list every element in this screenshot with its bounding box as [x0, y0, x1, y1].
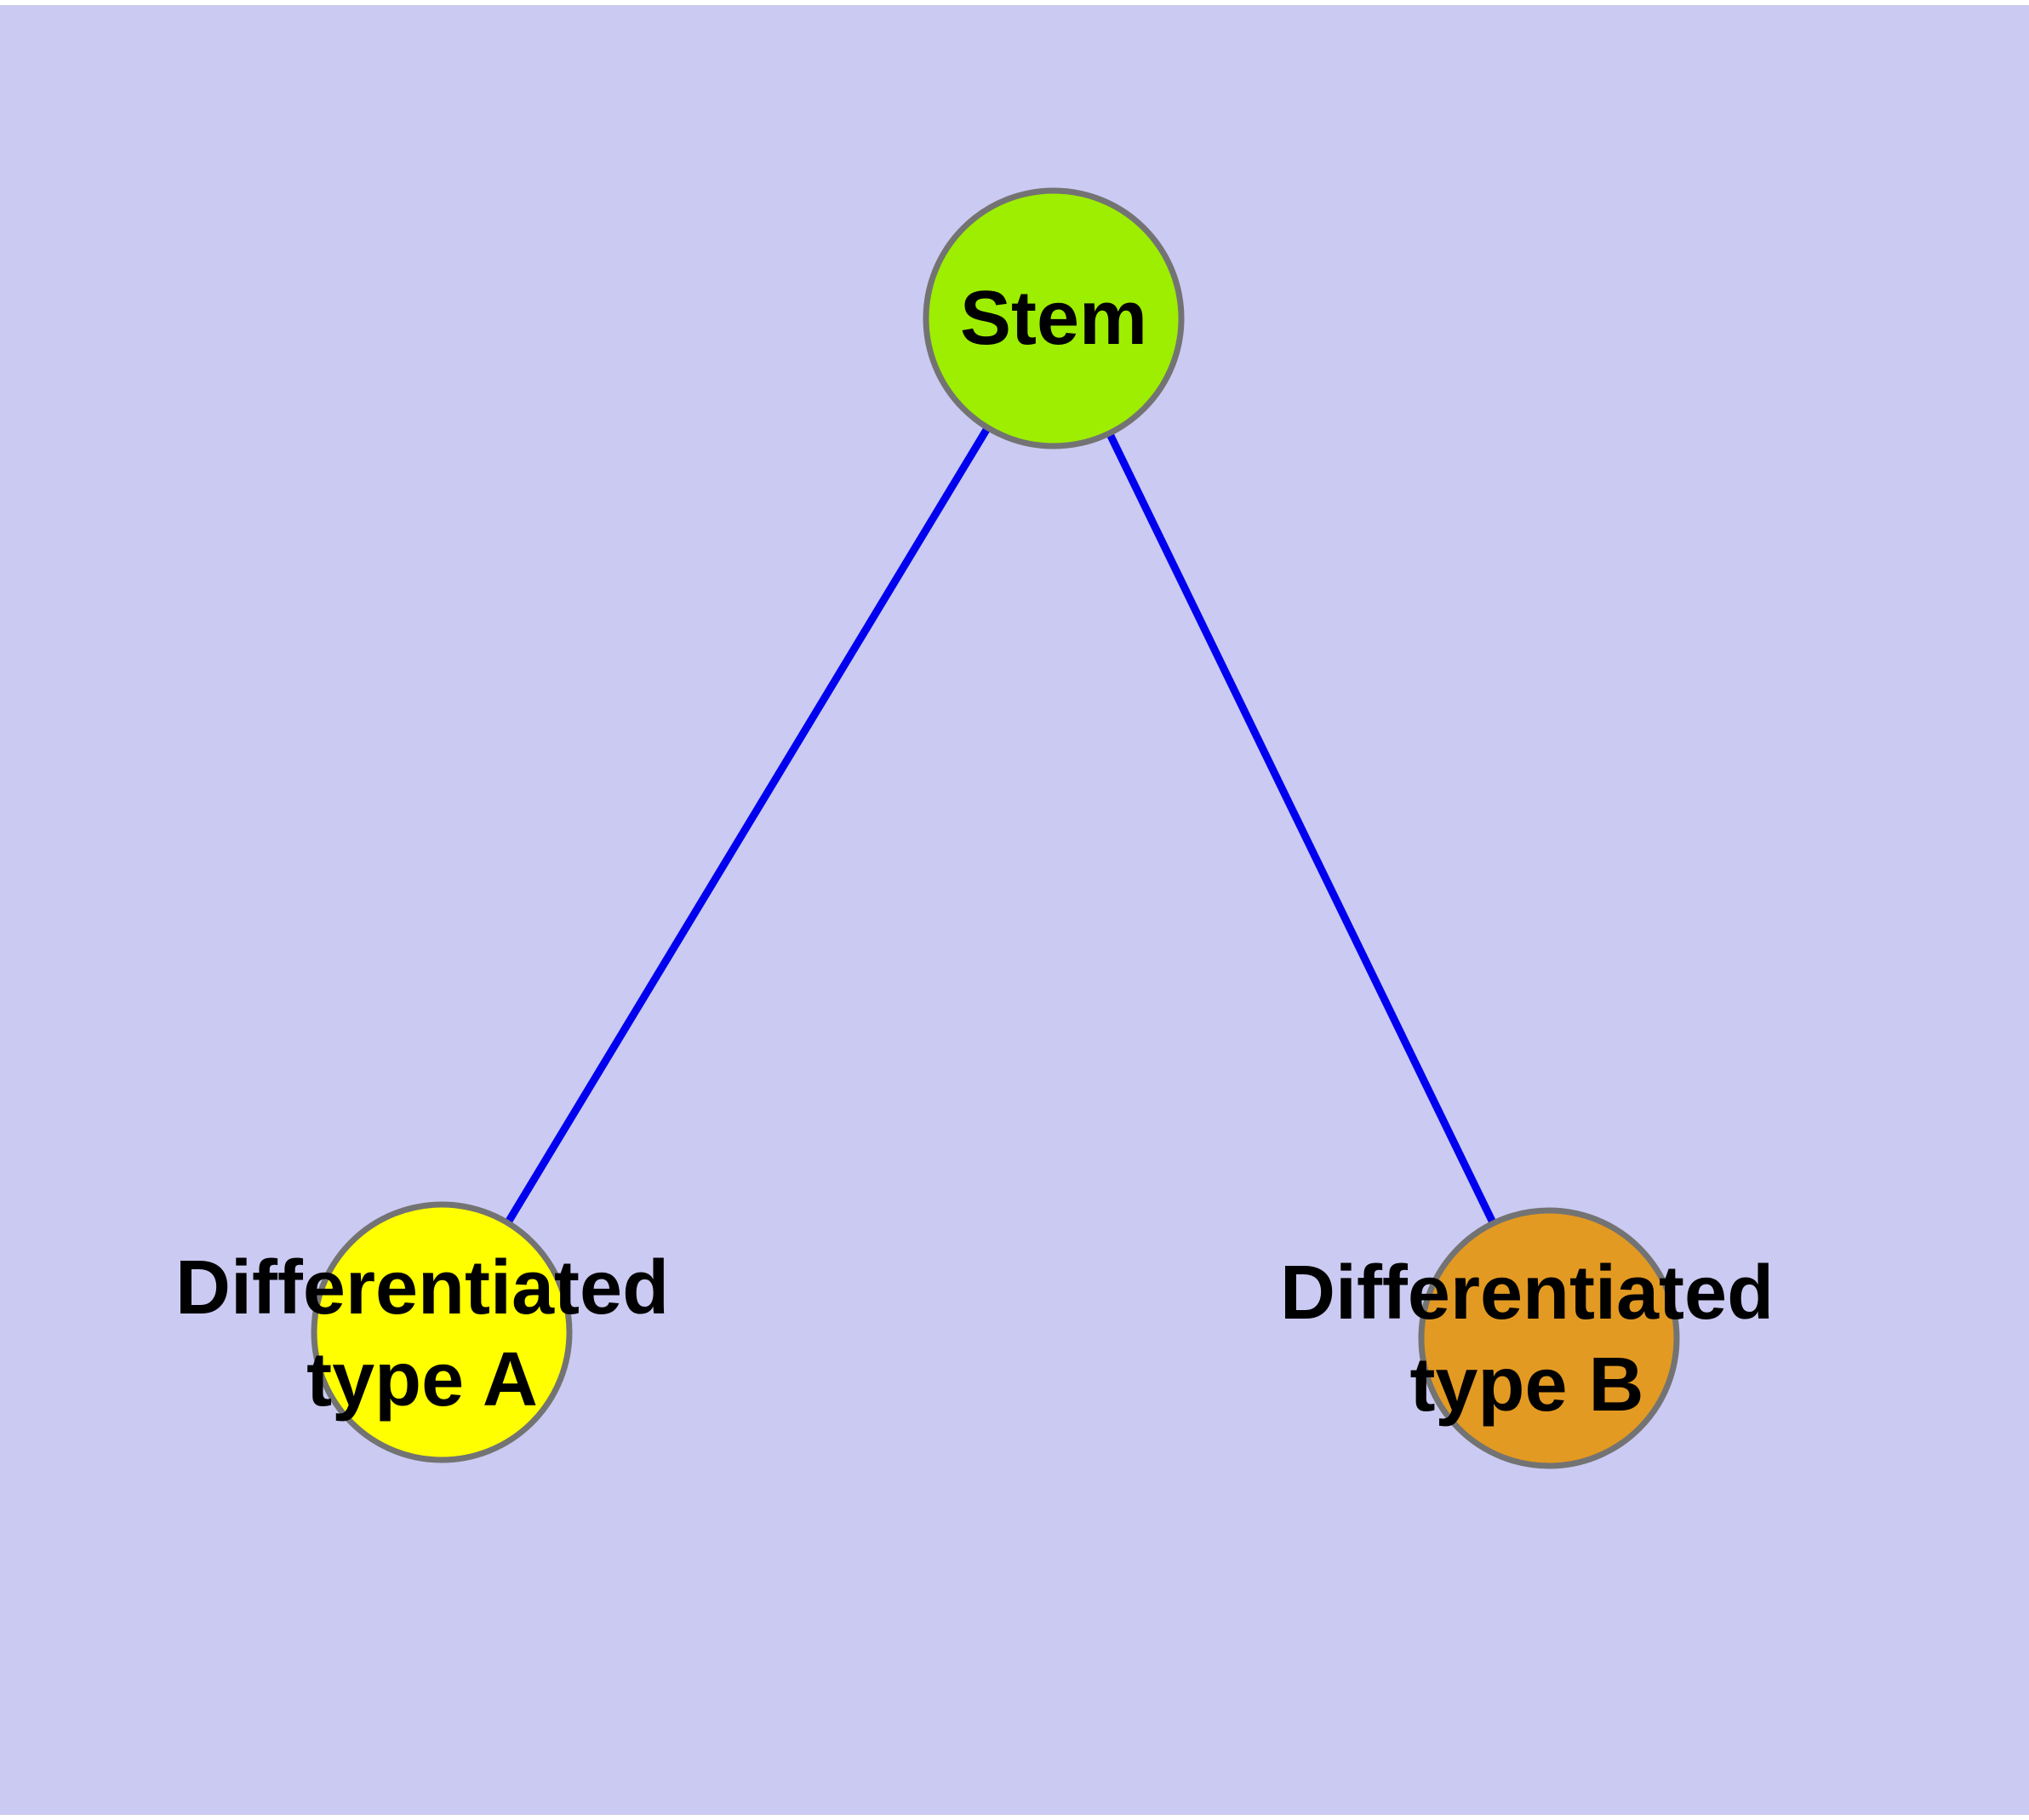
node-type-a-label: Differentiated type A — [175, 1242, 669, 1426]
node-stem-circle — [923, 187, 1185, 449]
node-type-b-label-line2: type B — [1409, 1342, 1644, 1428]
node-type-a-circle — [311, 1201, 573, 1463]
node-type-a-label-line2: type A — [306, 1337, 538, 1422]
node-stem-label: Stem — [960, 272, 1147, 364]
node-type-b-label-line1: Differentiated — [1279, 1251, 1775, 1336]
edge-stem-to-type-a — [438, 316, 1057, 1335]
node-stem-label-line1: Stem — [959, 276, 1148, 361]
node-type-a-label-line1: Differentiated — [174, 1245, 670, 1331]
node-type-b-circle — [1418, 1207, 1680, 1469]
edge-stem-to-type-b — [1049, 317, 1553, 1340]
node-type-b-label: Differentiated type B — [1280, 1247, 1774, 1431]
